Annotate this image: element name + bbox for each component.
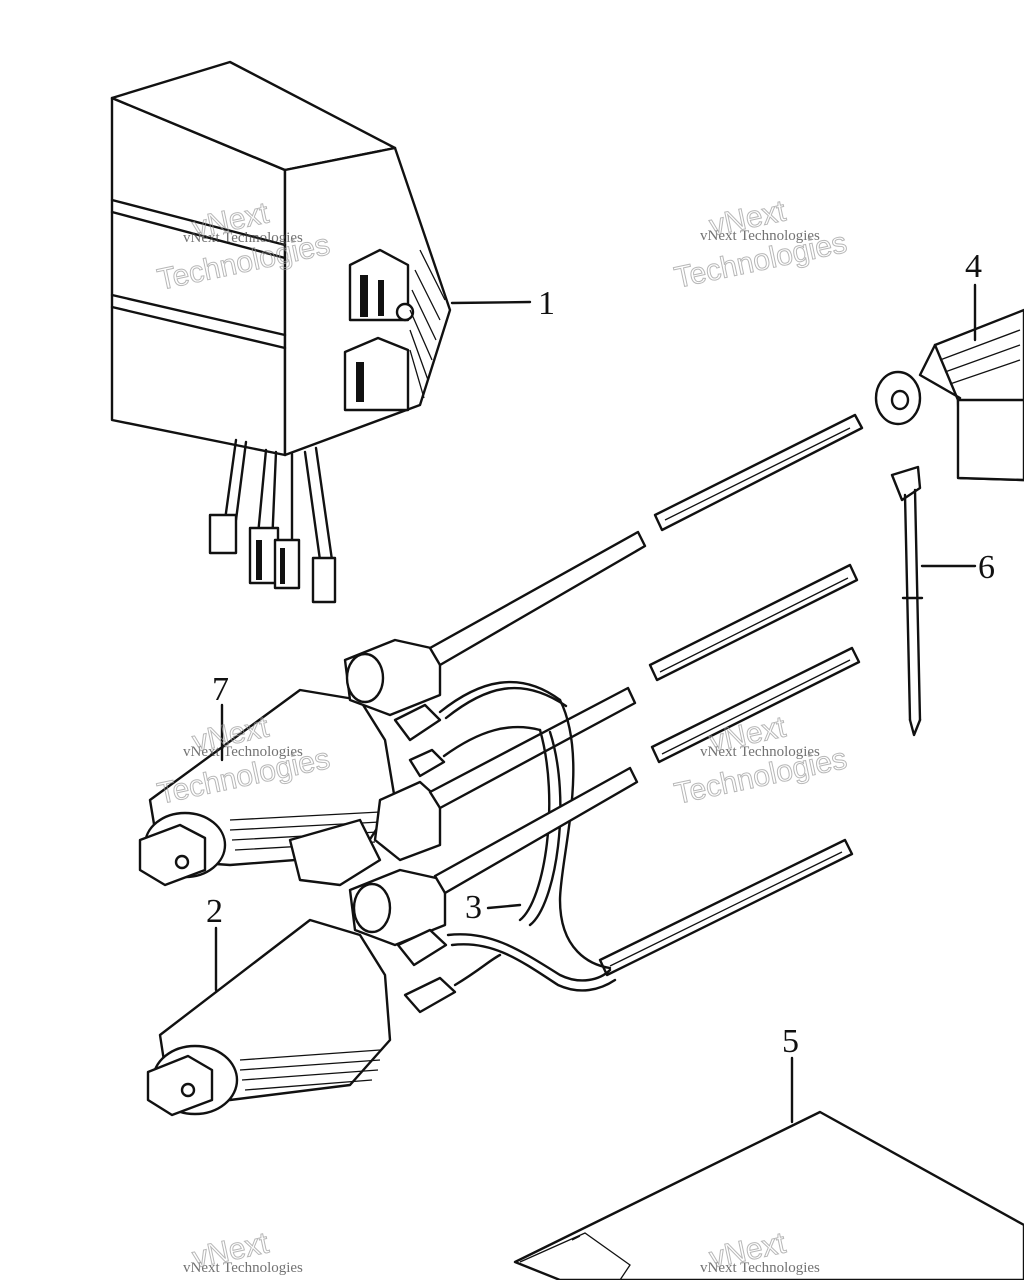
svg-text:vNext Technologies: vNext Technologies [700, 744, 820, 760]
watermark-bottomright: vNext Technologies vNext [700, 1226, 820, 1276]
watermark-topleft: vNext Technologies vNext Technologies [154, 196, 333, 297]
part-4-plug-cap[interactable] [874, 308, 1024, 482]
cable-segments [598, 413, 864, 977]
svg-text:vNext Technologies: vNext Technologies [183, 230, 303, 246]
part-3-wire-harness[interactable] [446, 698, 617, 992]
callout-5[interactable]: 5 [782, 1023, 799, 1060]
part-5-plate[interactable] [513, 1110, 1024, 1280]
part-6-cable-tie[interactable] [890, 465, 924, 737]
part-2-ignition-coil[interactable] [146, 766, 639, 1117]
watermark-bottomleft: vNext Technologies vNext [183, 1226, 303, 1276]
callout-6[interactable]: 6 [978, 549, 995, 586]
svg-text:vNext Technologies: vNext Technologies [700, 1260, 820, 1276]
svg-text:vNext Technologies: vNext Technologies [183, 744, 303, 760]
part-1-ignition-unit[interactable] [110, 60, 452, 604]
part-7-ignition-coil[interactable] [138, 530, 647, 887]
callout-1[interactable]: 1 [538, 285, 555, 322]
callout-7[interactable]: 7 [212, 671, 229, 708]
leader-1 [450, 300, 532, 305]
callout-4[interactable]: 4 [965, 248, 982, 285]
callout-2[interactable]: 2 [206, 893, 223, 930]
svg-text:vNext Technologies: vNext Technologies [700, 228, 820, 244]
callout-3[interactable]: 3 [465, 889, 482, 926]
svg-text:vNext Technologies: vNext Technologies [183, 1260, 303, 1276]
leader-3 [486, 903, 522, 910]
watermark-topright: vNext Technologies vNext Technologies [671, 194, 850, 295]
